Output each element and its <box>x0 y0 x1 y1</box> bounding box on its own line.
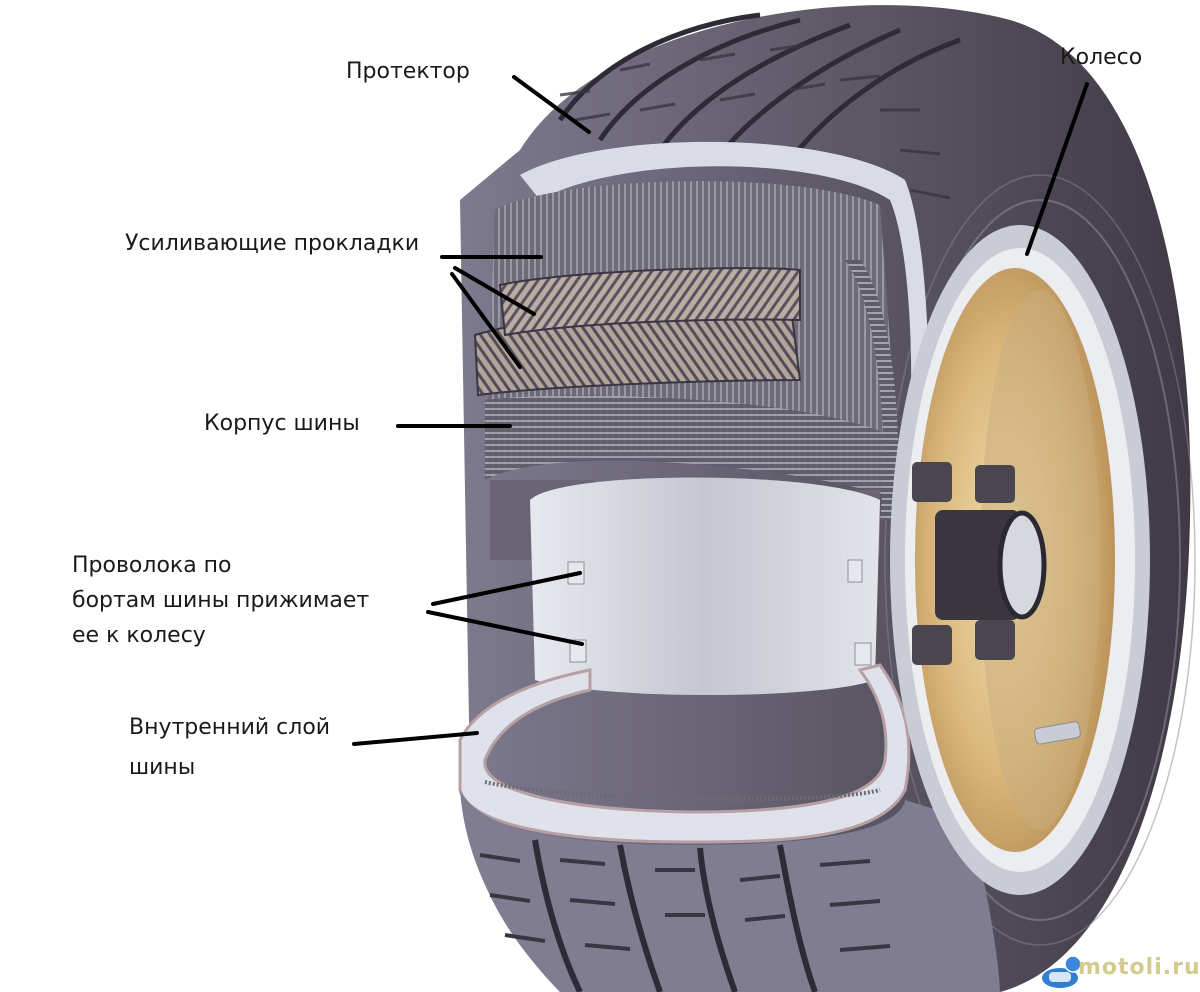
label-text: бортам шины прижимает <box>72 588 370 613</box>
leader-belts-2 <box>450 272 522 369</box>
label-inner-liner: Внутренний слой шины <box>129 708 330 788</box>
label-text: Усиливающие прокладки <box>125 231 420 256</box>
bead-wires <box>567 559 872 666</box>
bottom-tread <box>460 790 1000 992</box>
watermark-text: motoli.ru <box>1078 955 1200 980</box>
leader-wheel <box>1025 82 1089 256</box>
wheel-rim <box>890 225 1150 895</box>
label-text: шины <box>129 755 196 780</box>
label-carcass: Корпус шины <box>204 406 360 442</box>
cut-section-band <box>520 141 929 500</box>
label-text: Протектор <box>346 59 470 84</box>
leader-bead-2 <box>426 610 584 646</box>
label-tread: Протектор <box>346 54 470 90</box>
label-text: Колесо <box>1060 45 1143 70</box>
label-bead-wire: Проволока по бортам шины прижимает ее к … <box>72 548 369 653</box>
leader-inner-liner <box>352 731 479 746</box>
leader-tread <box>512 75 591 134</box>
top-tread <box>557 12 961 162</box>
belt-plies <box>473 267 802 397</box>
label-wheel: Колесо <box>1060 40 1142 76</box>
motorcycle-logo-icon <box>1042 955 1082 988</box>
bottom-cut-section <box>458 663 911 844</box>
leader-lines <box>352 75 1089 746</box>
label-belts: Усиливающие прокладки <box>125 226 419 262</box>
label-text: Корпус шины <box>204 411 360 436</box>
leader-belts-1 <box>453 266 536 316</box>
label-text: Проволока по <box>72 553 232 578</box>
leader-bead-1 <box>431 571 582 606</box>
label-text: ее к колесу <box>72 623 206 648</box>
inner-cavity <box>530 477 880 695</box>
label-text: Внутренний слой <box>129 715 331 740</box>
